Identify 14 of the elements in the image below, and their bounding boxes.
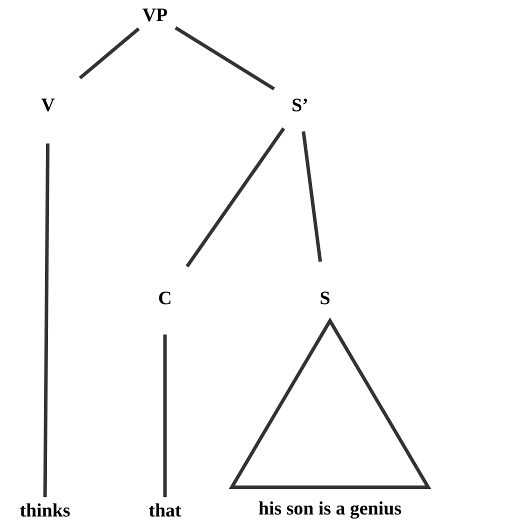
- branch-line: [186, 127, 286, 268]
- tree-label: VP: [142, 8, 168, 22]
- tree-label: his son is a genius: [258, 501, 402, 519]
- branch-line: [78, 27, 140, 80]
- tree-label: V: [41, 98, 55, 112]
- branch-line: [174, 26, 276, 90]
- tree-label: S: [320, 292, 330, 304]
- branch-line: [163, 334, 167, 498]
- tree-label: that: [149, 503, 182, 517]
- tree-label: C: [159, 292, 170, 304]
- branch-line: [43, 144, 50, 498]
- tree-label: thinks: [20, 503, 70, 517]
- tree-label: S’: [292, 98, 308, 112]
- branch-line: [302, 131, 322, 262]
